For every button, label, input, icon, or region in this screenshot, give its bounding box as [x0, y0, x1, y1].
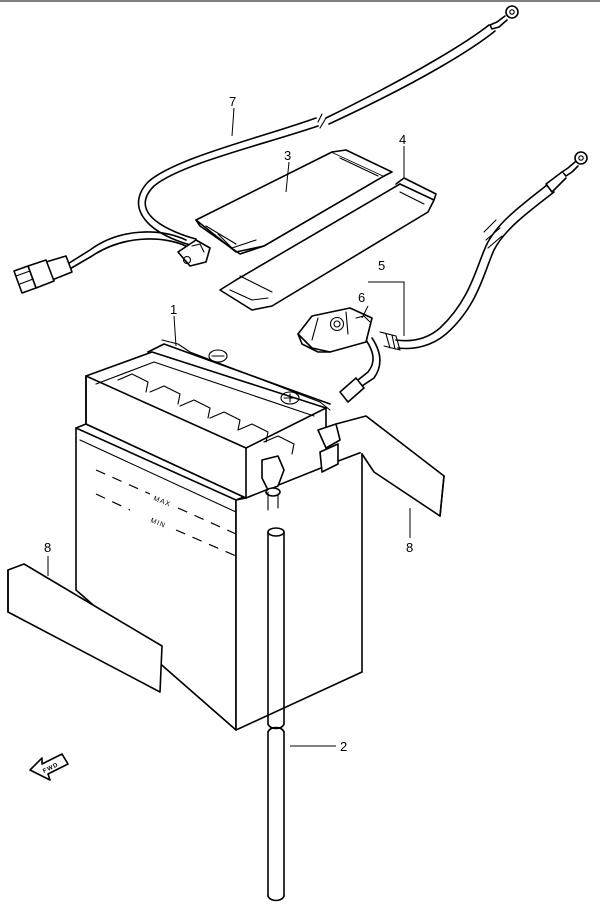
- battery: MAX MIN: [75, 339, 363, 731]
- positive-terminal-mark: [280, 391, 300, 405]
- callout-3: 3: [284, 148, 291, 163]
- negative-terminal-mark: [208, 349, 228, 363]
- arrow-icon: [29, 753, 69, 781]
- battery-strap-lower: [219, 177, 437, 311]
- leader-lines: [47, 107, 411, 747]
- callout-7: 7: [229, 94, 236, 109]
- callout-8-left: 8: [44, 540, 51, 555]
- callout-8-right: 8: [406, 540, 413, 555]
- battery-pad-right: [335, 415, 445, 517]
- callout-6: 6: [358, 290, 365, 305]
- forward-direction-arrow: FWD: [29, 753, 69, 781]
- callout-2: 2: [340, 739, 347, 754]
- vent-caps: [117, 343, 331, 455]
- negative-lead-wire: [13, 5, 519, 294]
- callout-numbers: 7 3 4 5 6 1 8 8 2: [44, 94, 413, 754]
- callout-4: 4: [399, 132, 406, 147]
- max-level-line: [95, 469, 151, 495]
- callout-1: 1: [170, 302, 177, 317]
- callout-5: 5: [378, 258, 385, 273]
- breather-tube: [267, 527, 285, 902]
- battery-pad-left: [7, 563, 163, 693]
- min-level-line: [95, 493, 131, 511]
- battery-strap-upper: [195, 149, 393, 255]
- positive-lead-wire: [297, 151, 588, 403]
